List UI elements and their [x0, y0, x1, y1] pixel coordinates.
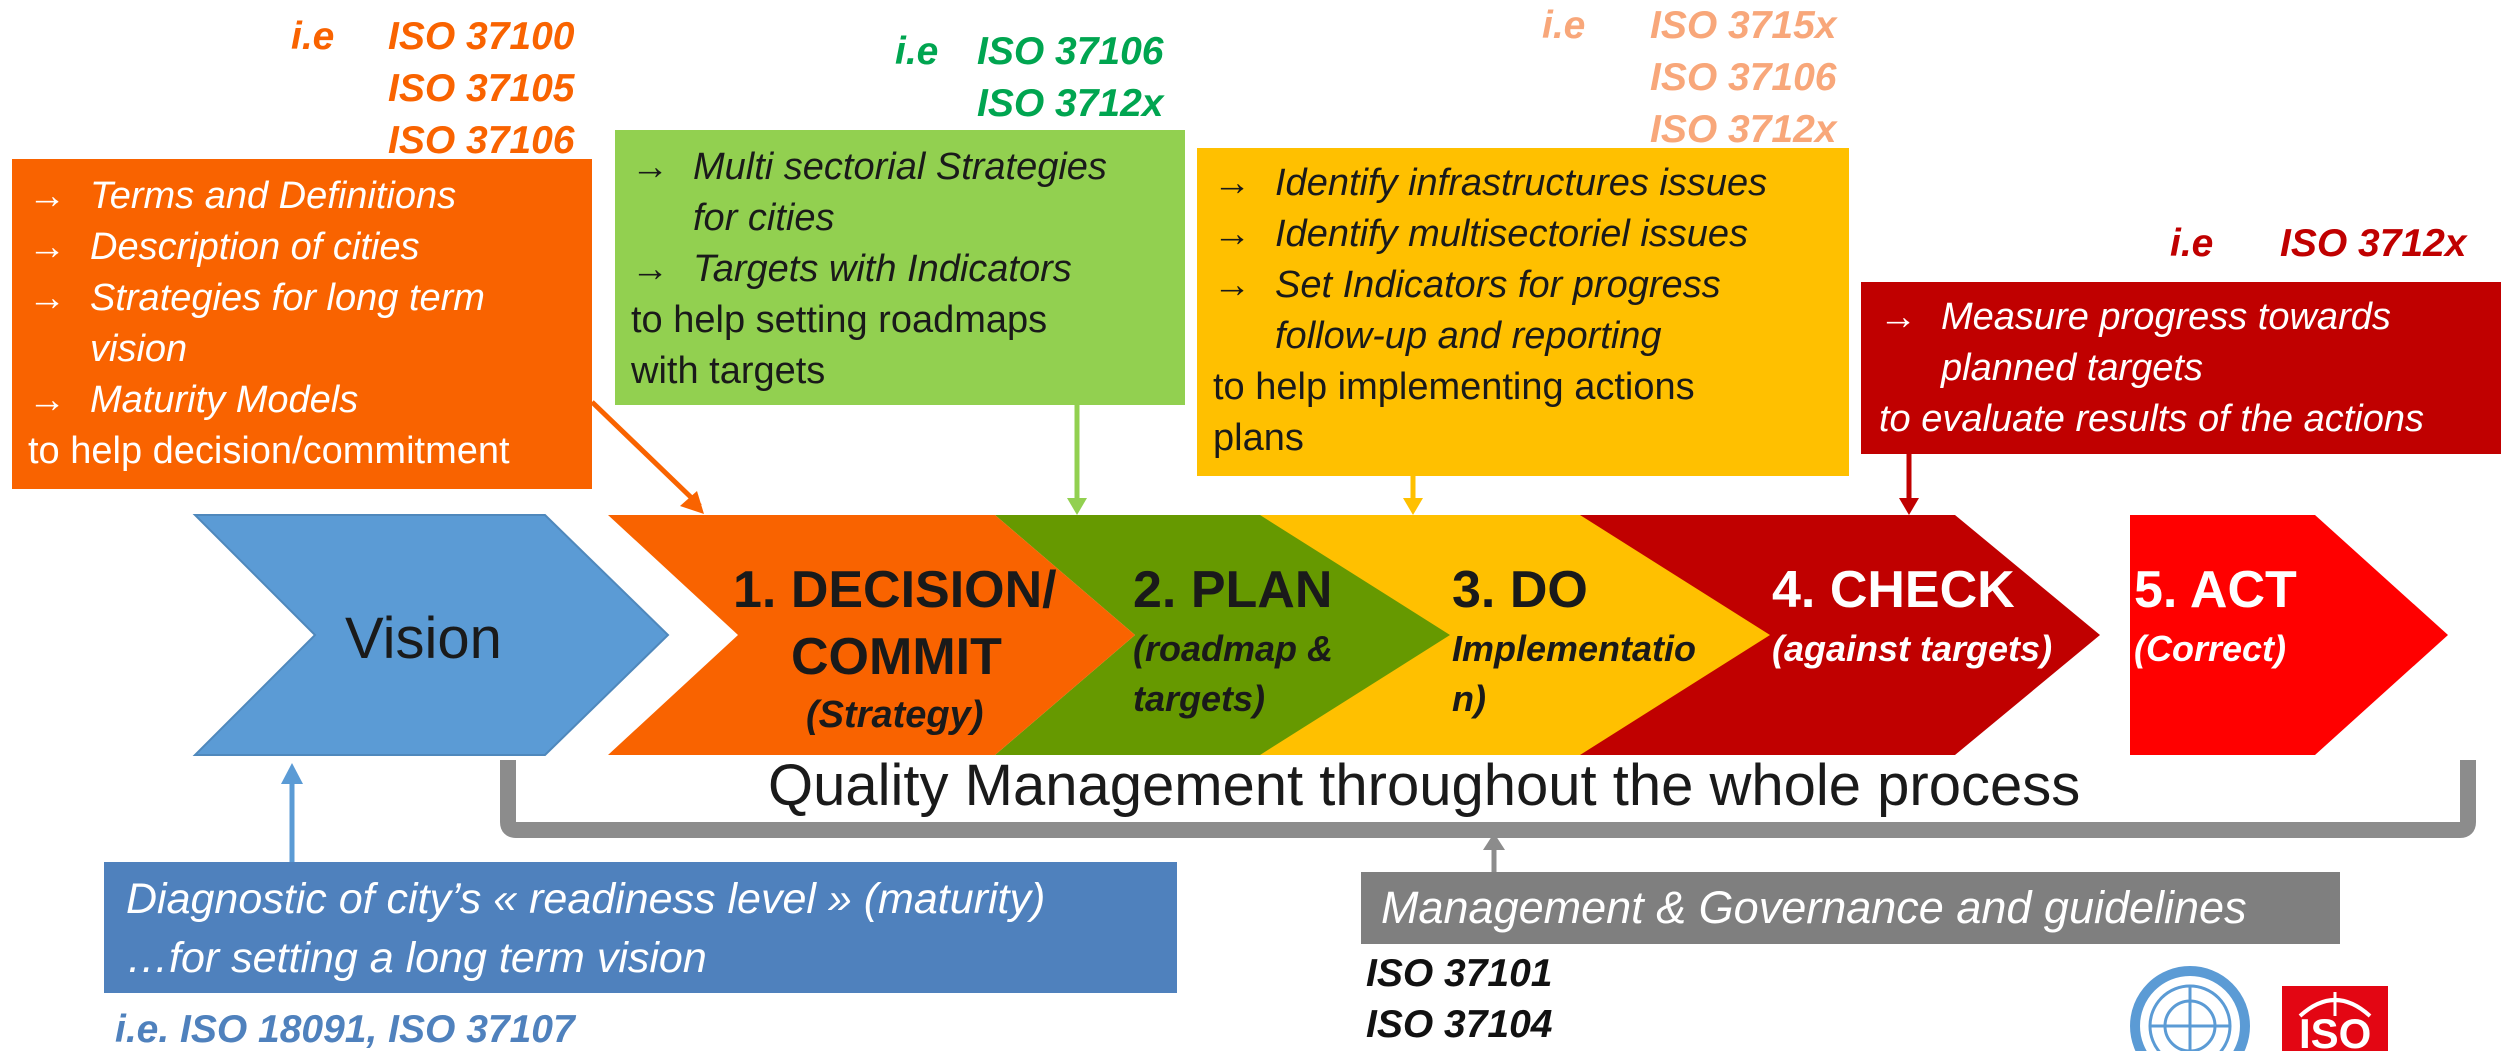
iso-ref-item: ISO 3712x [977, 82, 1164, 125]
plan-bullet: →Targets with Indicators [631, 244, 1185, 295]
arrow-right-icon: → [1213, 213, 1251, 255]
iso-logo-icon [2282, 986, 2388, 1051]
arrow-right-icon: → [1879, 296, 1917, 338]
plan-connector-arrowhead [1067, 498, 1087, 515]
do-connector-arrowhead [1403, 498, 1423, 515]
plan-subtitle: (roadmap & [1133, 628, 1334, 669]
do-footer: to help implementing actions [1213, 366, 1695, 408]
decision-chevron [608, 515, 1135, 755]
act-subtitle: (Correct) [2134, 628, 2287, 669]
management-connector-arrowhead [1483, 833, 1505, 850]
act-chevron [2130, 515, 2448, 755]
check-title: 4. CHECK [1772, 561, 2015, 619]
do-bullet: →Identify infrastructures issues [1213, 158, 1849, 209]
check-bullet: →Measure progress towards [1879, 292, 2501, 343]
decision-subtitle: (Strategy) [806, 694, 984, 736]
iso-ref-item: ISO 3712x [1650, 108, 1837, 151]
iso-ref-item: ISO 3712x [2280, 222, 2467, 265]
do-iso-ref: i.e ISO 3715x ISO 37106 ISO 3712x [1542, 0, 1836, 156]
decision-iso-ref: i.e ISO 37100 ISO 37105 ISO 37106 [291, 11, 574, 167]
vision-iso-ref: i.e. ISO 18091, ISO 37107 [115, 1008, 575, 1051]
do-subtitle-line2: n) [1452, 678, 1486, 719]
iso-ref-item: ISO 37105 [388, 67, 575, 110]
quality-bracket [500, 760, 2476, 838]
plan-subtitle-line2: targets) [1133, 678, 1266, 719]
plan-title: 2. PLAN [1133, 561, 1333, 619]
diagnostic-line: Diagnostic of city’s « readiness level »… [126, 875, 1046, 923]
do-bullet-continuation: follow-up and reporting [1275, 315, 1662, 357]
iso-ref-item: ISO 37104 [1366, 1003, 1553, 1046]
do-callout: →Identify infrastructures issues →Identi… [1197, 148, 1849, 476]
check-connector-arrowhead [1899, 498, 1919, 515]
decision-bullet-continuation: vision [90, 328, 188, 370]
arrow-right-icon: → [28, 226, 66, 268]
decision-connector [590, 400, 702, 508]
plan-chevron [995, 515, 1450, 755]
plan-footer: with targets [631, 350, 826, 392]
check-subtitle: (against targets) [1772, 628, 2053, 669]
iso-logo-text: ISO [2299, 1010, 2372, 1057]
act-title: 5. ACT [2134, 561, 2297, 619]
do-bullet: →Identify multisectoriel issues [1213, 209, 1849, 260]
arrow-right-icon: → [631, 248, 669, 290]
do-subtitle: Implementatio [1452, 628, 1697, 669]
iso-ref-prefix: i.e [895, 30, 939, 73]
iso-ref-item: ISO 37106 [977, 30, 1164, 73]
check-chevron [1580, 515, 2080, 755]
do-title: 3. DO [1452, 561, 1588, 619]
decision-footer: to help decision/commitment [28, 430, 510, 472]
iso-ref-item: ISO 37106 [1650, 56, 1837, 99]
management-box: Management & Governance and guidelines [1361, 872, 2340, 944]
iso-ref-item: ISO 37101 [1366, 952, 1553, 995]
arrow-right-icon: → [1213, 264, 1251, 306]
decision-callout: →Terms and Definitions →Description of c… [12, 159, 592, 489]
arrow-right-icon: → [28, 175, 66, 217]
plan-bullet: →Multi sectorial Strategies [631, 142, 1185, 193]
check-iso-ref: i.e ISO 3712x [2170, 218, 2466, 270]
arrow-right-icon: → [28, 379, 66, 421]
plan-footer: to help setting roadmaps [631, 299, 1048, 341]
check-footer: to evaluate results of the actions [1879, 398, 2424, 440]
arrow-right-icon: → [631, 146, 669, 188]
decision-bullet: →Terms and Definitions [28, 171, 592, 222]
un-emblem-icon [2130, 966, 2250, 1051]
iso-ref-prefix: i.e [2170, 222, 2214, 265]
check-bullet-continuation: planned targets [1941, 347, 2203, 389]
iso-ref-prefix: i.e [291, 15, 335, 58]
arrow-right-icon: → [1213, 162, 1251, 204]
iso-ref-item: ISO 3715x [1650, 4, 1837, 47]
iso-ref-prefix: i.e [1542, 4, 1586, 47]
management-iso-ref: ISO 37101 ISO 37104 [1366, 948, 1552, 1050]
decision-bullet: →Strategies for long term [28, 273, 592, 324]
decision-connector-arrowhead [680, 491, 704, 514]
do-bullet: →Set Indicators for progress [1213, 260, 1849, 311]
decision-title: 1. DECISION/ [733, 561, 1057, 619]
iso-ref-item: ISO 37106 [388, 119, 575, 162]
arrow-right-icon: → [28, 277, 66, 319]
vision-chevron [192, 514, 670, 756]
vision-label: Vision [345, 606, 502, 671]
iso-ref-item: ISO 37100 [388, 15, 575, 58]
decision-bullet: →Description of cities [28, 222, 592, 273]
do-footer: plans [1213, 417, 1304, 459]
decision-title-line2: COMMIT [791, 628, 1002, 686]
check-callout: →Measure progress towards planned target… [1861, 282, 2501, 454]
plan-callout: →Multi sectorial Strategies for cities →… [615, 130, 1185, 405]
decision-bullet: →Maturity Models [28, 375, 592, 426]
diagnostic-connector-arrowhead [281, 763, 303, 784]
plan-iso-ref: i.e ISO 37106 ISO 3712x [895, 26, 1163, 130]
diagnostic-line: …for setting a long term vision [126, 934, 707, 982]
plan-bullet-continuation: for cities [693, 197, 835, 239]
quality-management-label: Quality Management throughout the whole … [768, 753, 2081, 818]
diagnostic-box: Diagnostic of city’s « readiness level »… [104, 862, 1177, 993]
do-chevron [1260, 515, 1770, 755]
